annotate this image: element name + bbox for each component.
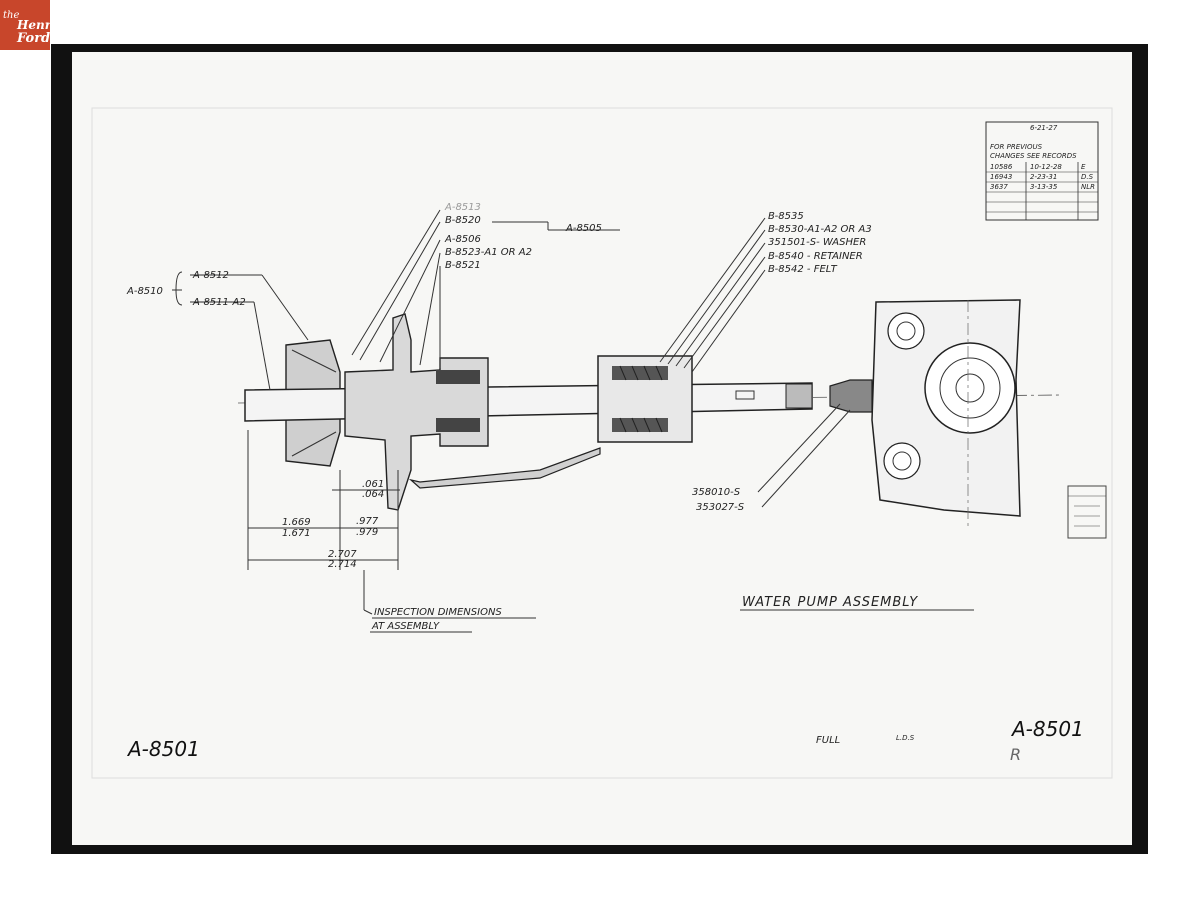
records-row-2-num: 16943 [990, 173, 1012, 181]
dim-979: .979 [356, 527, 378, 538]
pump-assembly-section [237, 313, 1061, 511]
records-row-3-date: 3-13-35 [1030, 183, 1058, 191]
label-b8540: B-8540 - RETAINER [768, 251, 863, 262]
label-a8505: A-8505 [565, 223, 602, 234]
drawing-border [91, 107, 1113, 779]
inspection-note-1: INSPECTION DIMENSIONS [374, 607, 502, 618]
logo-the: the [3, 10, 20, 21]
leader-lines [172, 209, 851, 615]
drawing-number-left: A-8501 [126, 737, 200, 761]
logo-ford: Ford [17, 31, 51, 46]
label-a8513: A-8513 [444, 202, 481, 213]
part-labels: A-8510 A-8512 A-8511-A2 A-8513 B-8520 A-… [126, 202, 872, 513]
drawing-title: WATER PUMP ASSEMBLY [742, 595, 918, 610]
drawing-number-right: A-8501 [1010, 717, 1084, 741]
dim-1669: 1.669 [282, 517, 311, 528]
label-a8510: A-8510 [126, 286, 163, 297]
end-view [871, 299, 1021, 530]
dimension-lines [247, 430, 400, 570]
label-a8512: A-8512 [192, 270, 229, 281]
label-a8511: A-8511-A2 [192, 297, 246, 308]
label-washer: 351501-S- WASHER [768, 237, 866, 248]
inspection-note-2: AT ASSEMBLY [371, 621, 440, 632]
label-b8520: B-8520 [445, 215, 481, 226]
records-row-1-mark: E [1081, 163, 1086, 171]
revision-letter: R [1010, 745, 1021, 764]
stamp-box [1067, 485, 1107, 539]
label-358010: 358010-S [692, 487, 741, 498]
records-row-3-mark: NLR [1081, 183, 1095, 191]
label-353027: 353027-S [696, 502, 745, 513]
records-row-2-date: 2-23-31 [1030, 173, 1057, 181]
dim-977: .977 [356, 516, 379, 527]
drawn-by: L.D.S [896, 734, 915, 742]
dim-064: .064 [362, 489, 384, 500]
dim-061: .061 [362, 479, 384, 490]
label-b8530: B-8530-A1-A2 OR A3 [768, 224, 872, 235]
records-row-1-date: 10-12-28 [1030, 163, 1062, 171]
logo-henry: Henry [17, 18, 58, 32]
dim-2707: 2.707 [328, 549, 357, 560]
henry-ford-logo: the Henry Ford [0, 0, 58, 50]
records-date: 6-21-27 [1030, 124, 1058, 132]
dimension-labels: .061 .064 1.669 1.671 .977 .979 2.707 2.… [282, 479, 384, 570]
dim-2714: 2.714 [328, 559, 357, 570]
label-b8535: B-8535 [768, 211, 804, 222]
label-b8521: B-8521 [445, 260, 481, 271]
records-row-2-mark: D.S [1081, 173, 1094, 181]
records-table: 6-21-27 FOR PREVIOUS CHANGES SEE RECORDS… [985, 121, 1099, 221]
scale-label: FULL [816, 735, 840, 746]
records-header-1: FOR PREVIOUS [990, 143, 1043, 151]
records-header-2: CHANGES SEE RECORDS [990, 152, 1077, 160]
records-row-1-num: 10586 [990, 163, 1013, 171]
label-b8542: B-8542 - FELT [768, 264, 838, 275]
dim-1671: 1.671 [282, 528, 311, 539]
records-row-3-num: 3637 [990, 183, 1008, 191]
label-a8506: A-8506 [444, 234, 481, 245]
label-b8523: B-8523-A1 OR A2 [445, 247, 532, 258]
